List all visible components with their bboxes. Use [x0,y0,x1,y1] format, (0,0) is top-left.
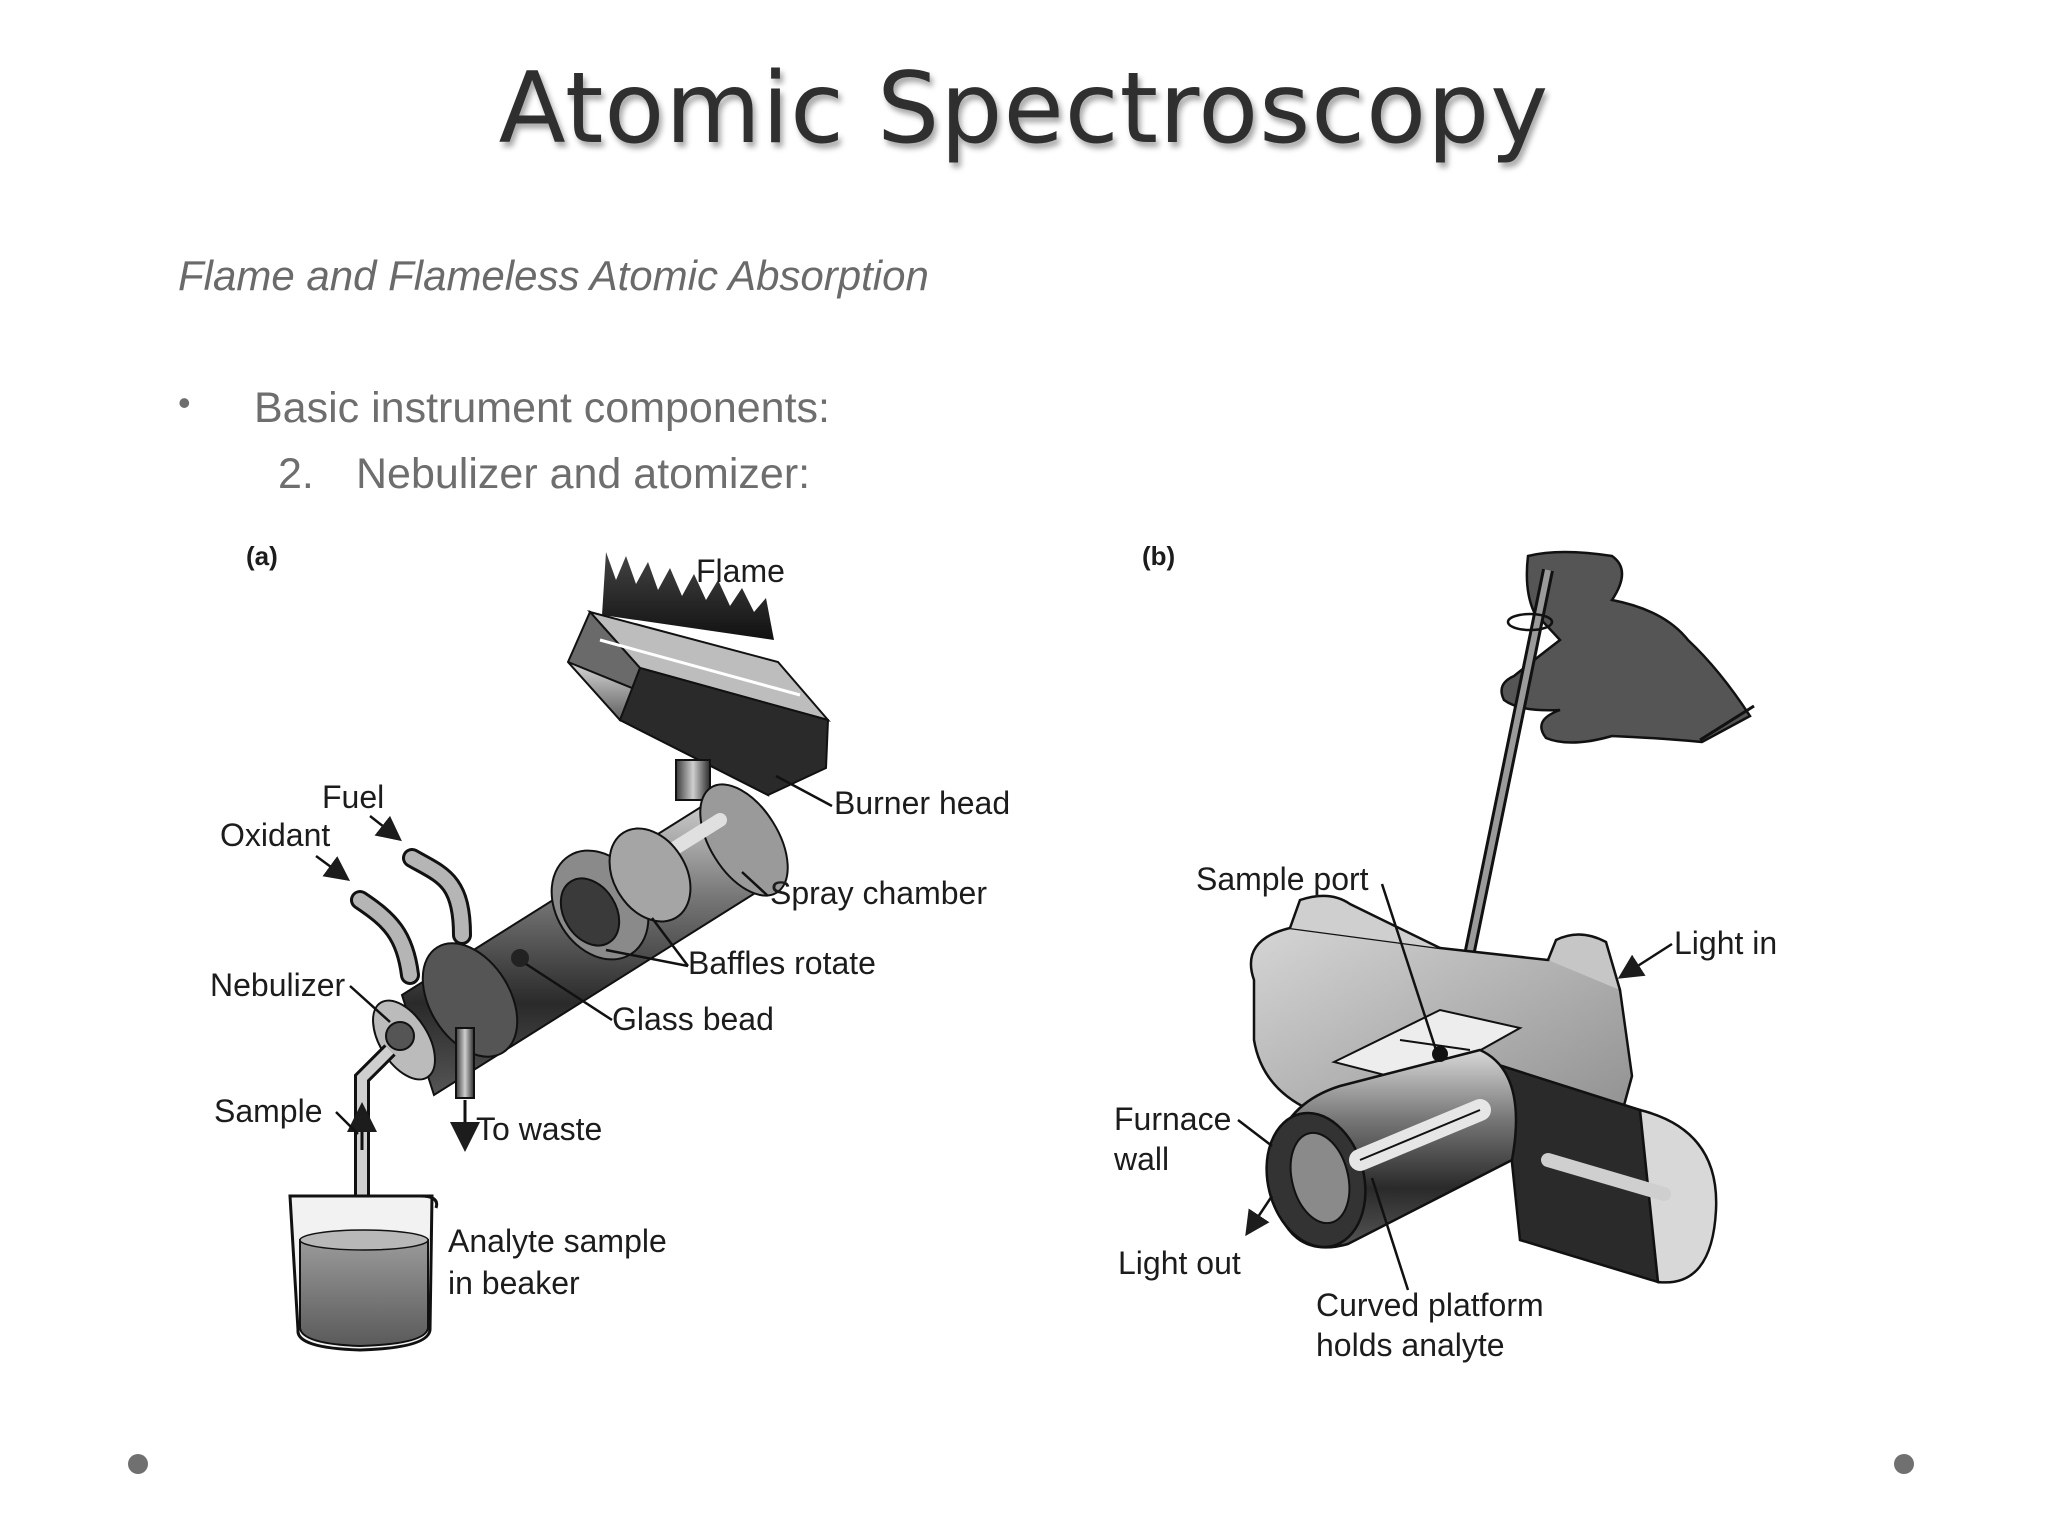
burner-head [566,610,831,797]
label-analyte-line2: in beaker [448,1265,580,1301]
label-analyte-line1: Analyte sample [448,1223,667,1259]
slide-subtitle: Flame and Flameless Atomic Absorption [178,252,929,299]
leader-lines-a [315,774,833,1135]
label-light-out: Light out [1118,1245,1241,1281]
bullet-text: Basic instrument components: [254,384,830,432]
label-flame: Flame [696,553,785,589]
label-furnace-line2: wall [1113,1141,1169,1177]
label-curved-line2: holds analyte [1316,1327,1505,1363]
beaker [288,1194,439,1352]
label-burner-head: Burner head [834,785,1010,821]
spray-chamber [372,783,789,1097]
waste-drain [455,1027,475,1099]
label-glass-bead: Glass bead [612,1001,774,1037]
hand-illustration [1500,550,1752,744]
panel-label-a: (a) [246,541,278,571]
label-sample-port: Sample port [1196,861,1369,897]
label-light-in: Light in [1674,925,1777,961]
label-to-waste: To waste [476,1111,602,1147]
label-fuel: Fuel [322,779,384,815]
label-furnace-line1: Furnace [1114,1101,1231,1137]
graphite-tube [1265,1046,1518,1249]
burner-neck [675,759,711,801]
next-slide-dot[interactable] [1894,1454,1914,1474]
sub-list-text: Nebulizer and atomizer: [356,450,811,498]
flame-atomizer-diagram: (a) [210,541,1010,1352]
sub-list-number: 2. [278,450,314,498]
graphite-furnace-diagram: (b) Sample [1113,541,1777,1363]
label-oxidant: Oxidant [220,817,330,853]
panel-label-b: (b) [1142,541,1175,571]
label-sample: Sample [214,1093,323,1129]
light-in-window [1500,1064,1718,1284]
bullet-icon: • [178,382,191,423]
leader-lines-b [1237,883,1673,1291]
flame-shape [602,552,774,640]
label-spray-chamber: Spray chamber [770,875,987,911]
label-nebulizer: Nebulizer [210,967,346,1003]
label-baffles-rotate: Baffles rotate [688,945,876,981]
label-curved-line1: Curved platform [1316,1287,1544,1323]
slide-title: Atomic Spectroscopy [498,52,1550,166]
prev-slide-dot[interactable] [128,1454,148,1474]
